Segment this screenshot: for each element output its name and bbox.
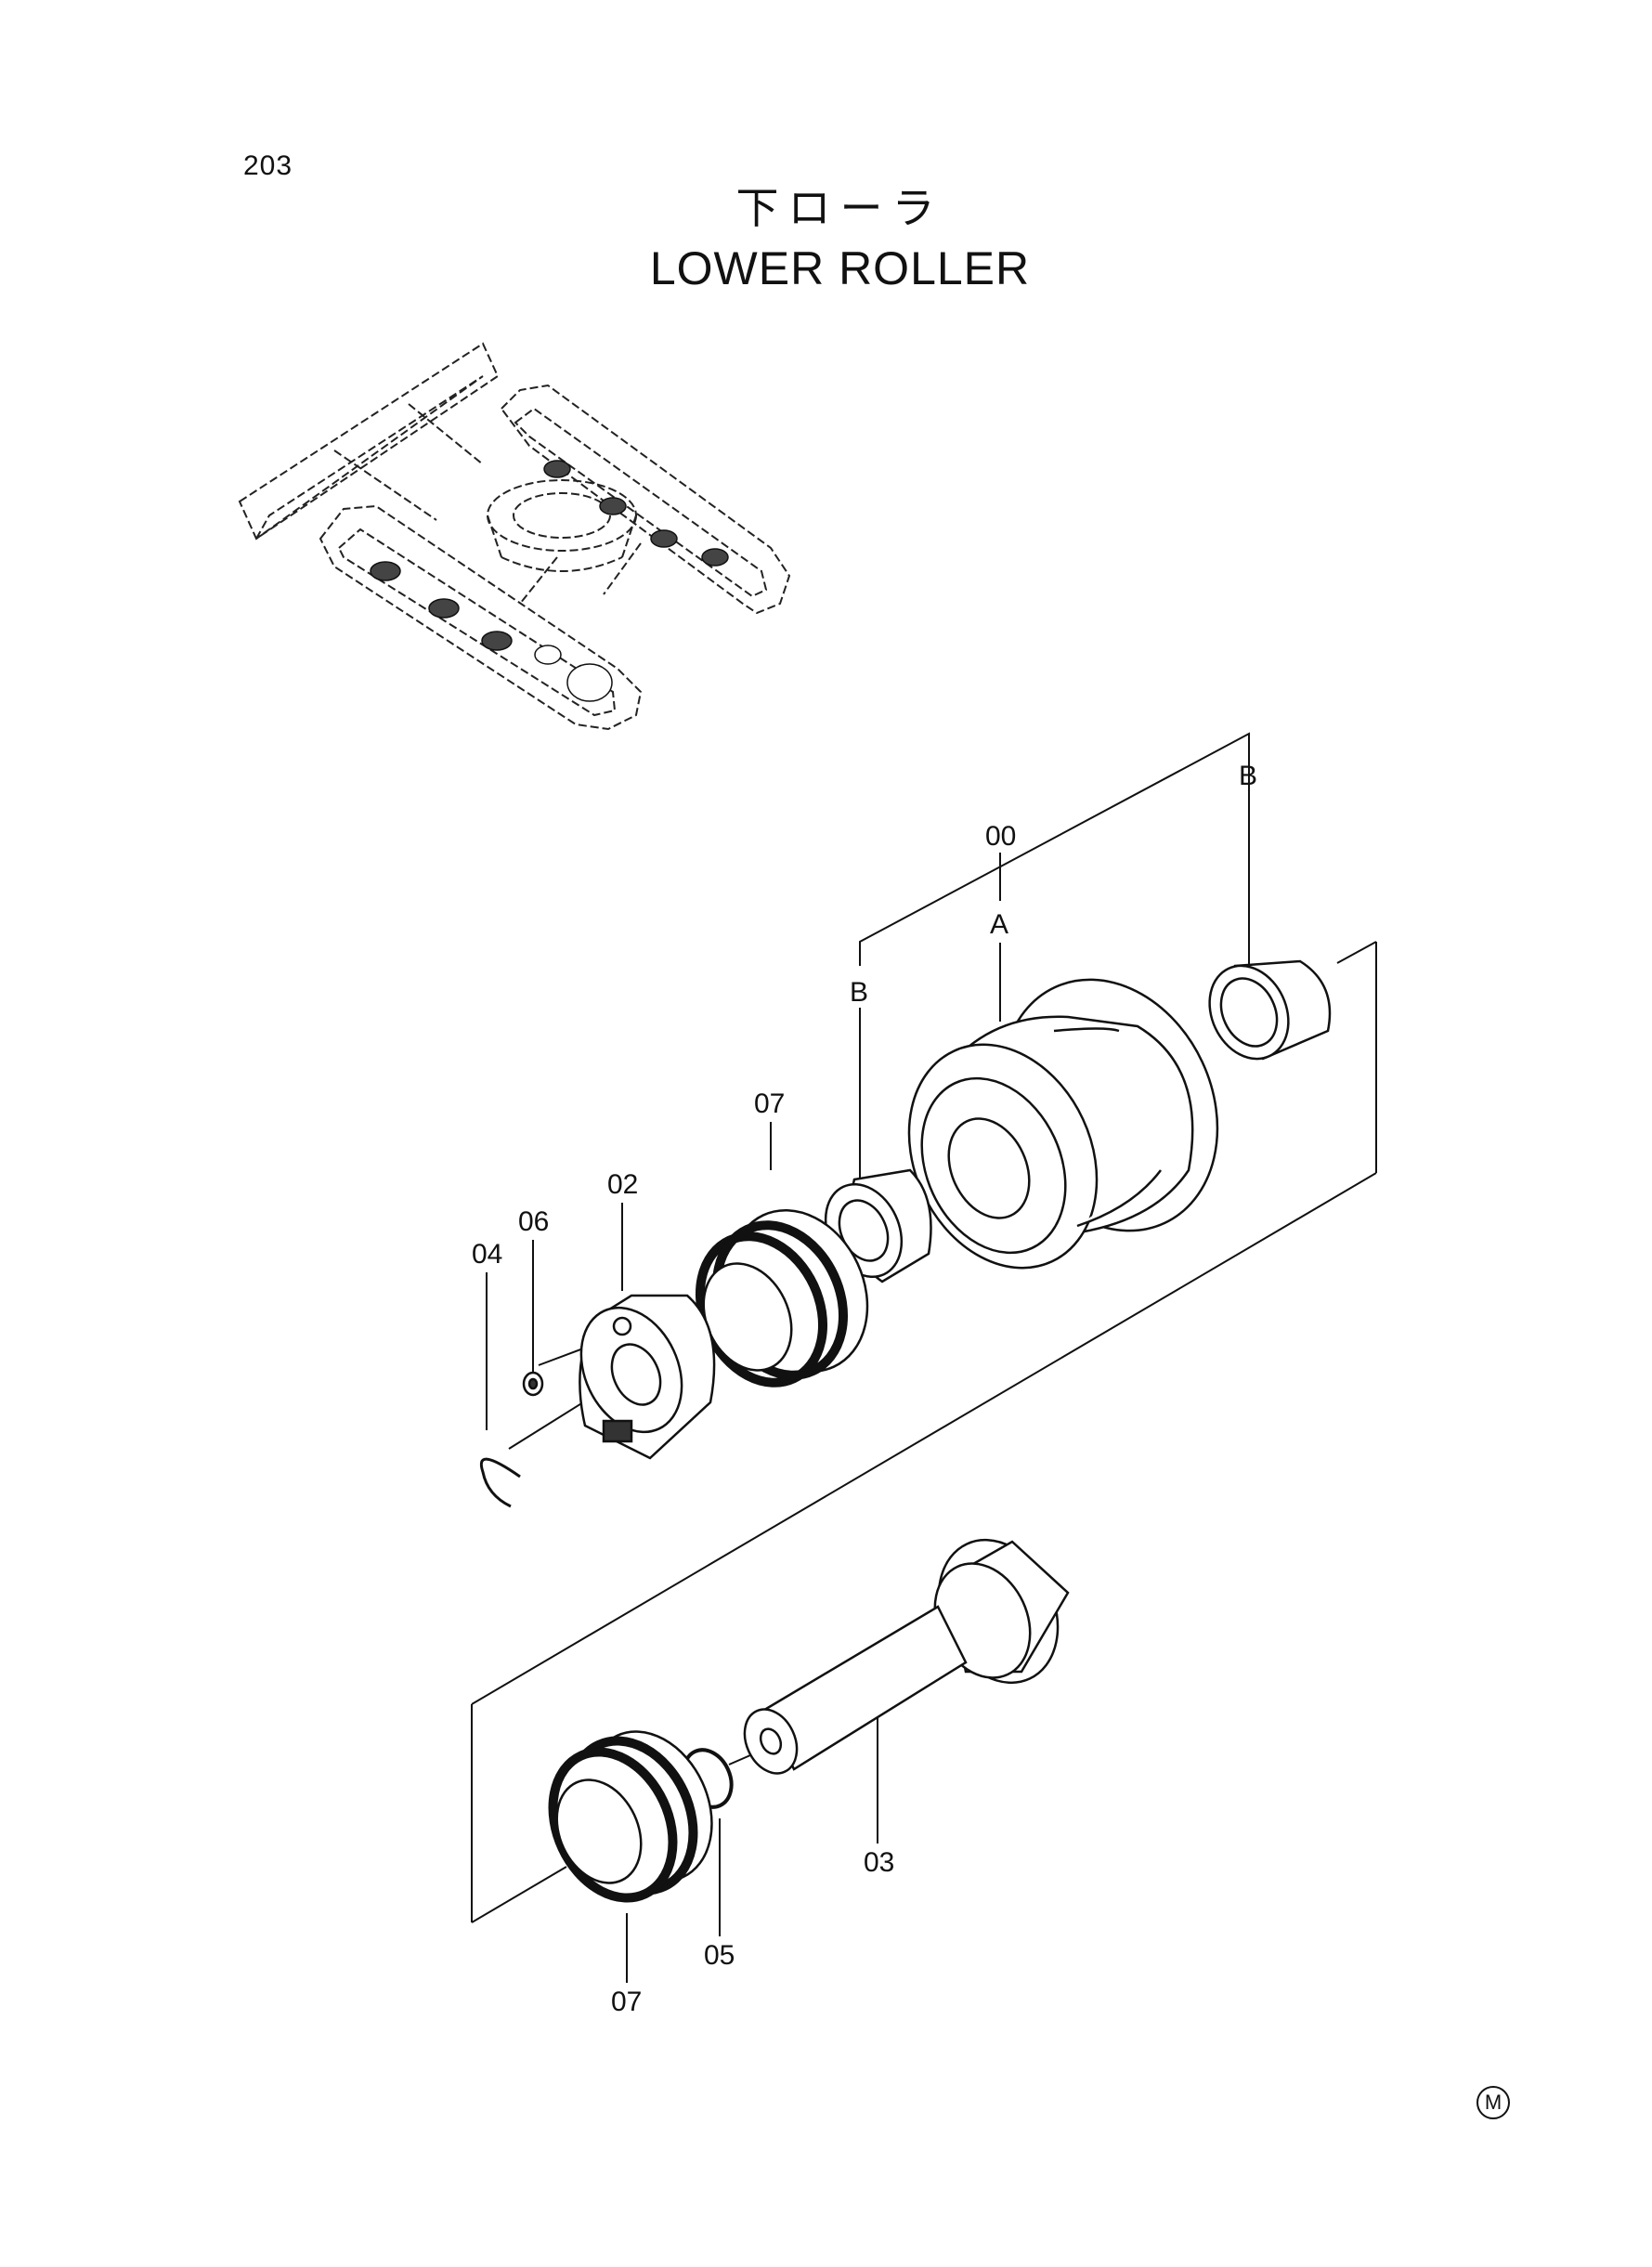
callout-05: 05 (704, 1940, 735, 1971)
callout-00: 00 (985, 821, 1016, 852)
title-japanese: 下ローラ (735, 183, 944, 233)
callout-b-right: B (1239, 761, 1257, 791)
registered-mark: M (1476, 2086, 1510, 2119)
roller-shaft (743, 1538, 1070, 1775)
callout-a: A (990, 909, 1008, 940)
keymap-rollers (370, 460, 729, 702)
callout-b-left: B (850, 977, 868, 1008)
roller-body (907, 978, 1219, 1270)
title-block: 下ローラ LOWER ROLLER (0, 175, 1652, 295)
undercarriage-keymap (238, 342, 791, 731)
floating-seal-upper (695, 1208, 869, 1388)
plug (522, 1371, 544, 1397)
callout-06: 06 (518, 1206, 549, 1237)
floating-seal-lower (548, 1730, 713, 1903)
callout-02: 02 (607, 1169, 638, 1200)
bushing-right (1208, 959, 1332, 1061)
callout-03: 03 (864, 1847, 894, 1878)
callout-07-lower: 07 (611, 1987, 642, 2017)
title-english: LOWER ROLLER (649, 242, 1031, 294)
snap-ring (480, 1457, 521, 1508)
callout-07-upper: 07 (754, 1088, 785, 1119)
callout-04: 04 (472, 1239, 502, 1270)
page-number: 203 (243, 150, 293, 181)
collar (579, 1294, 716, 1460)
